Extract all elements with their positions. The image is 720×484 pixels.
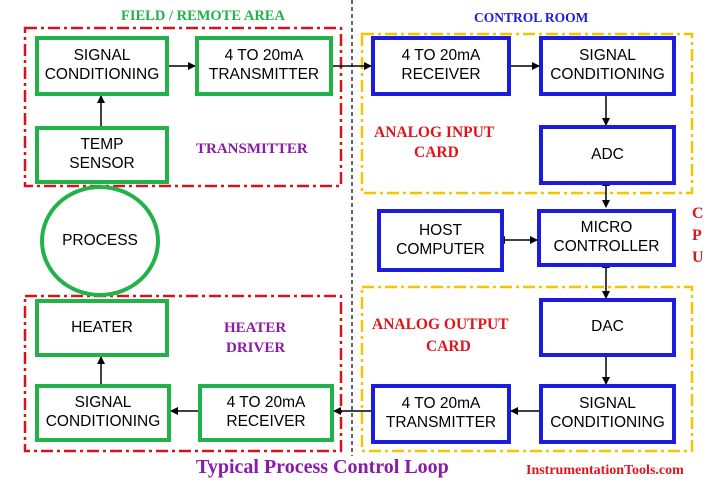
cpu-label-p: P	[692, 227, 702, 244]
process-circle: PROCESS	[40, 185, 160, 297]
block-text: ADC	[591, 145, 624, 163]
block-text: CONDITIONING	[45, 413, 161, 430]
signal-conditioning-heater-block: SIGNAL CONDITIONING	[35, 384, 171, 442]
heater-block: HEATER	[35, 299, 169, 357]
analog-input-frame	[360, 32, 694, 195]
block-text: HEATER	[71, 318, 133, 336]
block-text: SIGNAL	[579, 395, 636, 413]
block-text: CONTROLLER	[553, 238, 660, 255]
transmitter-4-20-tx-block: 4 TO 20mA TRANSMITTER	[195, 36, 333, 96]
cpu-label-c: C	[692, 205, 704, 222]
transmitter-4-20-ao-block: 4 TO 20mA TRANSMITTER	[371, 384, 511, 444]
block-text: MICRO	[580, 219, 633, 237]
field-area-label: FIELD / REMOTE AREA	[121, 8, 285, 24]
block-text: CONDITIONING	[44, 66, 160, 83]
host-computer-block: HOST COMPUTER	[377, 209, 504, 272]
analog-input-label-line2: CARD	[414, 144, 459, 161]
block-text: RECEIVER	[401, 66, 481, 83]
receiver-4-20-ai-block: 4 TO 20mA RECEIVER	[371, 36, 511, 96]
heater-driver-label-line2: DRIVER	[226, 340, 286, 356]
receiver-4-20-heater-block: 4 TO 20mA RECEIVER	[198, 384, 334, 442]
signal-conditioning-ao-block: SIGNAL CONDITIONING	[539, 384, 676, 444]
analog-output-frame	[360, 285, 694, 453]
analog-output-label-line2: CARD	[426, 338, 471, 355]
signal-conditioning-tx-block: SIGNAL CONDITIONING	[35, 36, 169, 96]
block-text: 4 TO 20mA	[401, 47, 481, 65]
block-text: SENSOR	[69, 155, 135, 172]
block-text: RECEIVER	[226, 413, 306, 430]
block-text: SIGNAL	[73, 47, 131, 65]
block-text: 4 TO 20mA	[401, 395, 481, 413]
analog-input-label-line1: ANALOG INPUT	[374, 124, 495, 141]
block-text: SIGNAL	[74, 394, 132, 412]
analog-output-label-line1: ANALOG OUTPUT	[372, 316, 509, 333]
block-text: CONDITIONING	[550, 66, 665, 83]
heater-driver-frame	[23, 294, 343, 453]
signal-conditioning-ai-block: SIGNAL CONDITIONING	[539, 36, 676, 96]
dac-block: DAC	[539, 298, 676, 357]
transmitter-frame	[23, 26, 343, 188]
brand-label: InstrumentationTools.com	[526, 463, 684, 478]
block-text: COMPUTER	[396, 240, 485, 258]
block-text: HOST	[418, 221, 463, 239]
block-text: SIGNAL	[579, 47, 636, 65]
heater-driver-label-line1: HEATER	[224, 320, 287, 336]
temp-sensor-block: TEMP SENSOR	[35, 126, 169, 184]
block-text: 4 TO 20mA	[226, 394, 306, 412]
block-text: TRANSMITTER	[385, 414, 497, 431]
diagram-title: Typical Process Control Loop	[196, 456, 449, 478]
block-text: TRANSMITTER	[208, 66, 320, 83]
cpu-label-u: U	[692, 249, 704, 266]
control-room-label: CONTROL ROOM	[474, 10, 589, 25]
adc-block: ADC	[539, 125, 676, 185]
block-text: 4 TO 20mA	[224, 47, 304, 65]
block-text: CONDITIONING	[550, 414, 665, 431]
transmitter-group-label: TRANSMITTER	[196, 141, 308, 157]
block-text: PROCESS	[62, 232, 138, 249]
micro-controller-block: MICRO CONTROLLER	[537, 209, 676, 267]
block-text: DAC	[591, 318, 624, 336]
block-text: TEMP	[80, 136, 124, 154]
